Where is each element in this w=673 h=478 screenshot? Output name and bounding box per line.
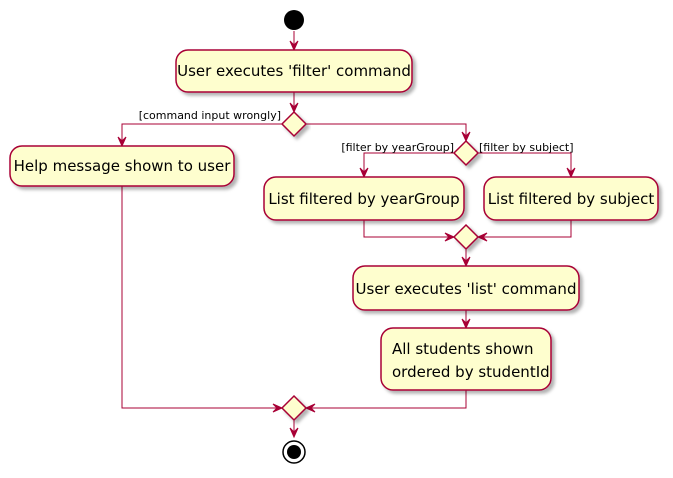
arrowhead-to-subject [566,167,576,179]
guard-filter-by-yeargroup: [filter by yearGroup] [341,141,454,154]
arrowhead-to-end [289,427,299,439]
edge-decision-to-help [121,123,282,146]
edge-decision-to-branch [306,123,467,141]
edge-branch-to-subject [478,152,572,177]
decision-filter-type [452,139,480,167]
edge-subject-to-merge [478,220,572,238]
action-user-executes-list: User executes 'list' command [352,265,580,311]
merge-filter-branches [452,223,480,251]
arrowhead-final-merge-left [272,403,284,413]
action-label: User executes 'list' command [356,280,577,298]
edges [121,31,572,437]
edge-help-to-final-merge [121,186,282,409]
arrowhead-to-yeargroup [359,167,369,179]
action-all-students-shown: All students shown ordered by studentId [380,327,552,391]
guard-command-input-wrongly: [command input wrongly] [139,109,281,122]
action-user-executes-filter: User executes 'filter' command [175,49,413,93]
edge-allstudents-to-final-merge [306,390,467,409]
arrowhead-to-decision [289,102,299,114]
action-label: List filtered by yearGroup [268,190,459,208]
action-list-by-subject: List filtered by subject [483,176,659,221]
arrowhead-to-list [461,256,471,268]
arrowhead-to-allstudents [461,318,471,330]
action-label-line2: ordered by studentId [392,363,550,381]
action-label-line1: All students shown [392,340,534,358]
guard-filter-by-subject: [filter by subject] [479,141,574,154]
action-list-by-yeargroup: List filtered by yearGroup [263,176,465,221]
arrowhead-merge-left [444,232,456,242]
decision-command-valid [280,110,308,138]
arrowhead-to-branch [461,131,471,143]
action-label: Help message shown to user [14,157,232,175]
action-label: User executes 'filter' command [177,62,411,80]
merge-final [280,394,308,422]
action-label: List filtered by subject [488,190,655,208]
arrowhead-merge-right [476,232,488,242]
arrowheads [117,40,576,439]
start-node [284,10,304,30]
edge-branch-to-yeargroup [363,152,454,177]
arrowhead-to-help [117,136,127,148]
end-node [282,440,306,464]
arrowhead-to-filter [289,40,299,52]
arrowhead-final-merge-right [304,403,316,413]
action-help-message: Help message shown to user [9,145,235,187]
edge-yeargroup-to-merge [363,220,454,238]
